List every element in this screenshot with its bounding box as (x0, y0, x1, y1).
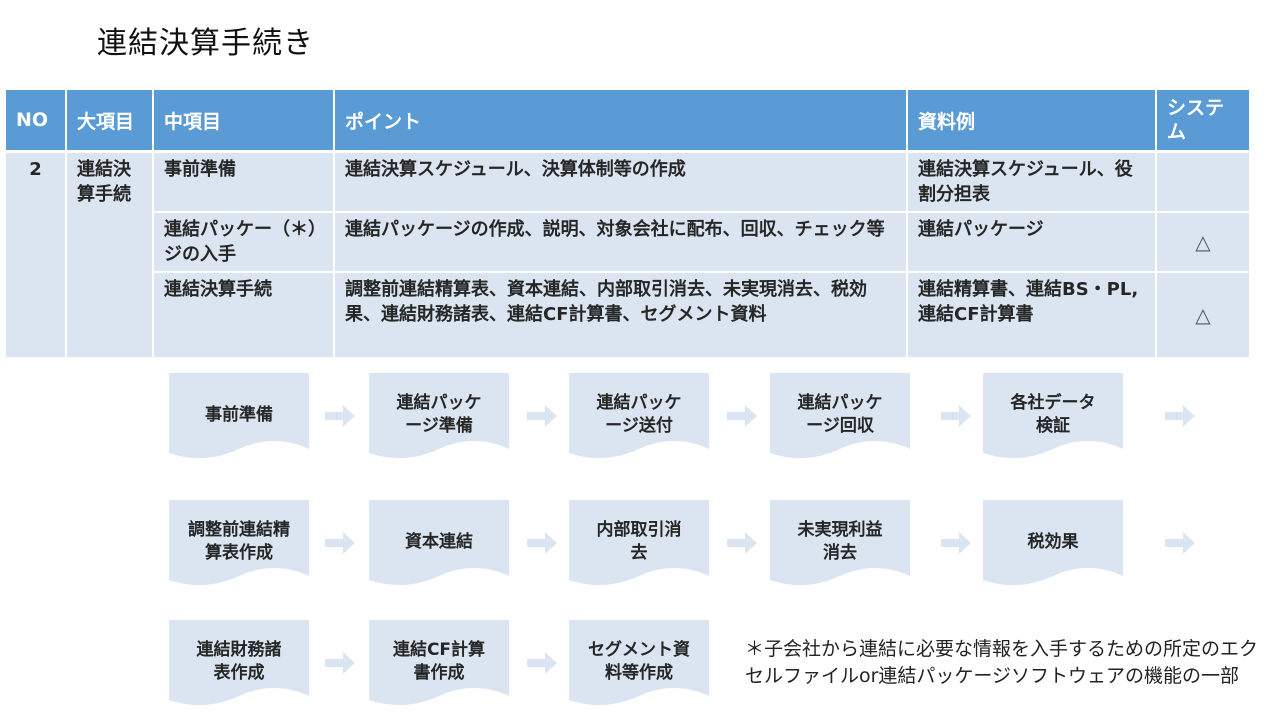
row-system: △ (1156, 212, 1251, 273)
flow-step-label: 連結パッケージ準備 (396, 393, 482, 436)
flow-step-segment: セグメント資料等作成 (569, 620, 709, 708)
document-shape (369, 373, 509, 459)
right-arrow-icon (727, 405, 757, 427)
document-shape (569, 620, 709, 706)
row-system: △ (1156, 272, 1251, 359)
document-shape (569, 373, 709, 459)
right-arrow-icon (527, 405, 557, 427)
document-shape (169, 373, 309, 459)
document-shape (569, 500, 709, 586)
right-arrow-icon (941, 532, 971, 554)
document-shape (770, 500, 910, 586)
row-material: 連結精算書、連結BS・PL,連結CF計算書 (907, 272, 1157, 359)
flow-step-label: セグメント資料等作成 (588, 640, 690, 683)
row-point: 連結パッケージの作成、説明、対象会社に配布、回収、チェック等 (334, 212, 908, 273)
row-number: 2 (6, 151, 67, 359)
flow-step-label: 連結財務諸表作成 (196, 640, 282, 683)
flow-step-capital: 資本連結 (369, 500, 509, 588)
flow-step-tax-effect: 税効果 (983, 500, 1123, 588)
row-category: 連結決算手続 (66, 151, 154, 359)
right-arrow-icon (727, 532, 757, 554)
flow-step-label: 連結パッケージ送付 (596, 393, 682, 436)
row-system (1156, 151, 1251, 213)
procedure-table: NO 大項目 中項目 ポイント 資料例 システム 2 連結決算手続 事前準備 連… (6, 90, 1251, 359)
right-arrow-icon (325, 652, 355, 674)
document-shape (169, 620, 309, 706)
header-material: 資料例 (907, 90, 1157, 153)
row-point: 調整前連結精算表、資本連結、内部取引消去、未実現消去、税効果、連結財務諸表、連結… (334, 272, 908, 359)
document-shape (369, 500, 509, 586)
flow-step-prep: 事前準備 (169, 373, 309, 461)
page-title: 連結決算手続き (97, 26, 314, 61)
flow-step-label: 内部取引消去 (596, 520, 682, 563)
right-arrow-icon (527, 652, 557, 674)
right-arrow-icon (1165, 405, 1195, 427)
right-arrow-icon (1165, 532, 1195, 554)
flow-step-package-prep: 連結パッケージ準備 (369, 373, 509, 461)
document-shape (369, 620, 509, 706)
flow-step-intercompany: 内部取引消去 (569, 500, 709, 588)
flow-step-label: 税効果 (1027, 531, 1079, 552)
header-category: 大項目 (66, 90, 154, 153)
document-shape (169, 500, 309, 586)
table-header-row: NO 大項目 中項目 ポイント 資料例 システム (6, 90, 1251, 153)
flow-step-package-collect: 連結パッケージ回収 (770, 373, 910, 461)
flow-step-label: 資本連結 (405, 531, 473, 552)
table-row: 2 連結決算手続 事前準備 連結決算スケジュール、決算体制等の作成 連結決算スケ… (6, 151, 1251, 359)
right-arrow-icon (325, 405, 355, 427)
footnote: ＊子会社から連結に必要な情報を入手するための所定のエクセルファイルor連結パッケ… (745, 638, 1259, 687)
header-no: NO (6, 90, 67, 153)
header-system: システム (1156, 90, 1251, 153)
flow-step-pre-adjust: 調整前連結精算表作成 (169, 500, 309, 588)
table-row: 連結決算手続 調整前連結精算表、資本連結、内部取引消去、未実現消去、税効果、連結… (6, 272, 1251, 359)
header-point: ポイント (334, 90, 908, 153)
flow-step-label: 各社データ検証 (1010, 393, 1096, 436)
flow-step-fs: 連結財務諸表作成 (169, 620, 309, 708)
document-shape (770, 373, 910, 459)
flow-step-package-send: 連結パッケージ送付 (569, 373, 709, 461)
table-row: 連結パッケー（＊）ジの入手 連結パッケージの作成、説明、対象会社に配布、回収、チ… (6, 212, 1251, 273)
right-arrow-icon (325, 532, 355, 554)
flow-step-label: 連結CF計算書作成 (392, 640, 486, 683)
row-item: 連結決算手続 (153, 272, 335, 359)
document-shape (983, 500, 1123, 586)
flow-step-label: 調整前連結精算表作成 (188, 520, 290, 563)
flow-step-label: 未実現利益消去 (797, 520, 883, 563)
row-material: 連結決算スケジュール、役割分担表 (907, 151, 1157, 213)
right-arrow-icon (527, 532, 557, 554)
flow-step-unrealized: 未実現利益消去 (770, 500, 910, 588)
document-shape (983, 373, 1123, 459)
header-item: 中項目 (153, 90, 335, 153)
flow-step-label: 連結パッケージ回収 (797, 393, 883, 436)
row-material: 連結パッケージ (907, 212, 1157, 273)
row-item: 連結パッケー（＊）ジの入手 (153, 212, 335, 273)
row-item: 事前準備 (153, 151, 335, 213)
flow-step-cf: 連結CF計算書作成 (369, 620, 509, 708)
row-point: 連結決算スケジュール、決算体制等の作成 (334, 151, 908, 213)
right-arrow-icon (941, 405, 971, 427)
flow-step-label: 事前準備 (205, 404, 273, 425)
flow-step-data-verify: 各社データ検証 (983, 373, 1123, 461)
